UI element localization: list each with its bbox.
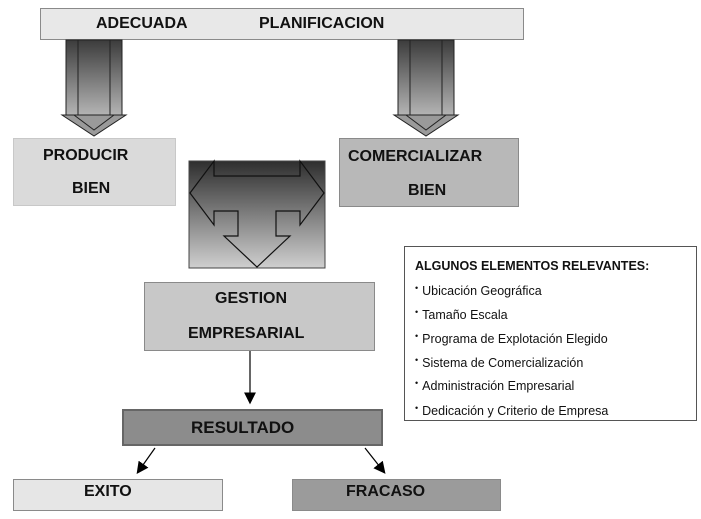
comercializar-bien-box bbox=[339, 138, 519, 207]
list-item: •Sistema de Comercialización bbox=[415, 355, 583, 370]
planificacion-label: PLANIFICACION bbox=[259, 15, 385, 32]
adecuada-label: ADECUADA bbox=[96, 15, 188, 32]
resultado-box bbox=[122, 409, 383, 446]
comercializar-bien-label: BIEN bbox=[408, 182, 447, 199]
bullet-icon: • bbox=[415, 283, 419, 293]
item-label: Sistema de Comercialización bbox=[422, 356, 584, 370]
resultado-to-exito-arrow bbox=[136, 447, 156, 474]
resultado-to-fracaso-arrow bbox=[364, 447, 386, 474]
empresarial-label: EMPRESARIAL bbox=[188, 325, 305, 342]
bullet-icon: • bbox=[415, 331, 419, 341]
panel-title: ALGUNOS ELEMENTOS RELEVANTES: bbox=[415, 259, 650, 273]
fracaso-label: FRACASO bbox=[346, 483, 426, 500]
item-label: Ubicación Geográfica bbox=[422, 284, 542, 298]
list-item: •Ubicación Geográfica bbox=[415, 283, 542, 298]
exito-label: EXITO bbox=[84, 483, 132, 500]
bullet-icon: • bbox=[415, 378, 419, 388]
item-label: Tamaño Escala bbox=[422, 308, 508, 322]
item-label: Administración Empresarial bbox=[422, 379, 575, 393]
elementos-relevantes-panel: ALGUNOS ELEMENTOS RELEVANTES: •Ubicación… bbox=[404, 246, 697, 421]
bullet-icon: • bbox=[415, 307, 419, 317]
central-t-arrow bbox=[188, 159, 326, 269]
list-item: •Tamaño Escala bbox=[415, 307, 508, 322]
list-item: •Administración Empresarial bbox=[415, 378, 574, 393]
right-down-arrow bbox=[392, 39, 460, 137]
gestion-label: GESTION bbox=[215, 290, 288, 307]
comercializar-label: COMERCIALIZAR bbox=[348, 148, 483, 165]
bullet-icon: • bbox=[415, 403, 419, 413]
fracaso-box bbox=[292, 479, 501, 511]
exito-box bbox=[13, 479, 223, 511]
producir-bien-label: BIEN bbox=[72, 180, 111, 197]
bullet-icon: • bbox=[415, 355, 419, 365]
item-label: Programa de Explotación Elegido bbox=[422, 332, 608, 346]
producir-bien-box bbox=[13, 138, 176, 206]
resultado-label: RESULTADO bbox=[191, 418, 295, 437]
item-label: Dedicación y Criterio de Empresa bbox=[422, 404, 609, 418]
producir-label: PRODUCIR bbox=[43, 147, 129, 164]
left-down-arrow bbox=[60, 39, 128, 137]
list-item: •Dedicación y Criterio de Empresa bbox=[415, 403, 608, 418]
gestion-empresarial-box bbox=[144, 282, 375, 351]
planificacion-bar bbox=[40, 8, 524, 40]
list-item: •Programa de Explotación Elegido bbox=[415, 331, 608, 346]
